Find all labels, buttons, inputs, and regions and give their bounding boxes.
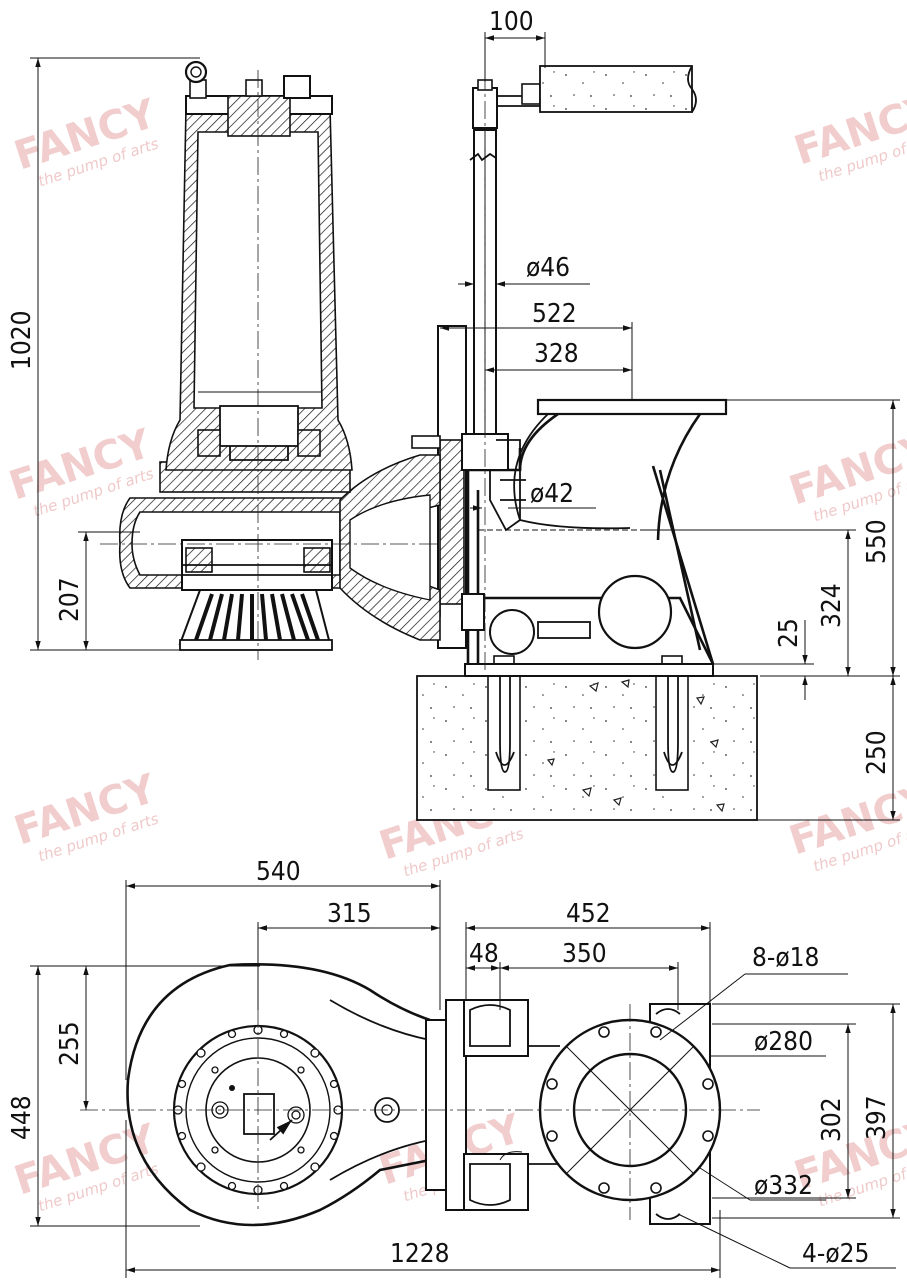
- dim-outlet-height: 550: [726, 399, 900, 677]
- plan-flange-bolt-holes: [546, 1026, 714, 1194]
- base-opening-large: [597, 574, 673, 650]
- elevation-view: 1020 207 100 ø46 522 328: [7, 7, 900, 821]
- dim-label-1228: 1228: [390, 1239, 450, 1269]
- dim-label-dia280: ø280: [754, 1027, 813, 1057]
- dim-label-250: 250: [862, 730, 892, 775]
- outlet-flange: [536, 398, 728, 416]
- dim-pcd: ø280: [710, 1027, 826, 1057]
- dim-label-452: 452: [566, 899, 611, 929]
- dim-label-48: 48: [469, 939, 499, 969]
- dim-rail-offset: 100: [484, 7, 546, 82]
- dim-guide-pipe-dia: ø46: [458, 253, 590, 287]
- watermark-top-left: FANCY the pump of arts: [9, 90, 163, 190]
- plan-coupling: [425, 999, 560, 1211]
- watermark-mid-right: FANCY the pump of arts: [784, 425, 907, 525]
- dim-depth-302: 302: [712, 1023, 856, 1199]
- dim-base-height: 324: [640, 529, 856, 676]
- dim-label-324: 324: [817, 583, 847, 628]
- dim-flange-dia: ø332: [699, 1167, 826, 1201]
- dim-depth-448: 448: [7, 965, 200, 1227]
- dim-label-25: 25: [774, 618, 804, 648]
- anchor-bolt-left: [487, 655, 521, 791]
- dim-label-100: 100: [489, 7, 534, 37]
- dim-label-302: 302: [817, 1097, 847, 1142]
- dim-label-8-dia18: 8-ø18: [752, 943, 819, 973]
- dim-label-dia42: ø42: [530, 479, 574, 509]
- dim-width-540: 540: [125, 857, 441, 1080]
- upper-support-beam: [539, 65, 697, 113]
- dim-total-height: 1020: [7, 57, 200, 651]
- dim-label-448: 448: [7, 1095, 37, 1140]
- dim-depth-397: 397: [712, 1003, 900, 1219]
- dim-label-540: 540: [256, 857, 301, 887]
- dim-label-550: 550: [862, 519, 892, 564]
- duckfoot-base: [464, 448, 715, 677]
- motor-body: [165, 60, 353, 471]
- base-opening-small: [489, 609, 535, 655]
- dim-base-plate: 25: [713, 618, 814, 700]
- dim-overall-length: 1228: [125, 1120, 721, 1278]
- concrete-aggregate-marks: [546, 679, 725, 813]
- plan-view: 540 315 452 48 350: [7, 857, 900, 1278]
- dim-522: 522: [440, 299, 633, 400]
- dim-width-315: 315: [257, 899, 440, 1010]
- dim-label-315: 315: [327, 899, 372, 929]
- dim-width-452: 452: [465, 899, 711, 1004]
- dim-label-397: 397: [862, 1095, 892, 1140]
- dim-width-350: 350: [500, 939, 679, 1010]
- dim-anchor-holes: 4-ø25: [677, 1213, 896, 1269]
- concrete-foundation: [416, 675, 758, 821]
- watermark-lower-left: FANCY the pump of arts: [9, 765, 163, 865]
- dim-width-48: 48: [466, 939, 501, 1010]
- dim-small-dia: ø42: [470, 479, 596, 511]
- dim-label-350: 350: [562, 939, 607, 969]
- dim-label-1020: 1020: [7, 310, 37, 370]
- dim-label-dia46: ø46: [526, 253, 570, 283]
- dim-depth-255: 255: [55, 965, 260, 1110]
- inlet-strainer: [178, 589, 333, 651]
- anchor-bolt-right: [655, 655, 689, 791]
- dim-inlet-height: 207: [55, 531, 140, 650]
- discharge-bend: [478, 398, 728, 541]
- plan-volute-outline: [126, 962, 431, 1227]
- watermark-top-right: FANCY the pump of arts: [789, 85, 907, 185]
- dim-label-522: 522: [532, 299, 577, 329]
- dim-label-255: 255: [55, 1021, 85, 1066]
- watermark-lower-right: FANCY the pump of arts: [784, 775, 907, 875]
- dim-328: 328: [485, 339, 632, 373]
- dim-label-4-dia25: 4-ø25: [802, 1239, 869, 1269]
- dim-bolt-holes: 8-ø18: [659, 943, 848, 1041]
- dim-label-dia332: ø332: [754, 1171, 813, 1201]
- dim-label-328: 328: [534, 339, 579, 369]
- dim-concrete-height: 250: [757, 676, 900, 821]
- dim-label-207: 207: [55, 577, 85, 622]
